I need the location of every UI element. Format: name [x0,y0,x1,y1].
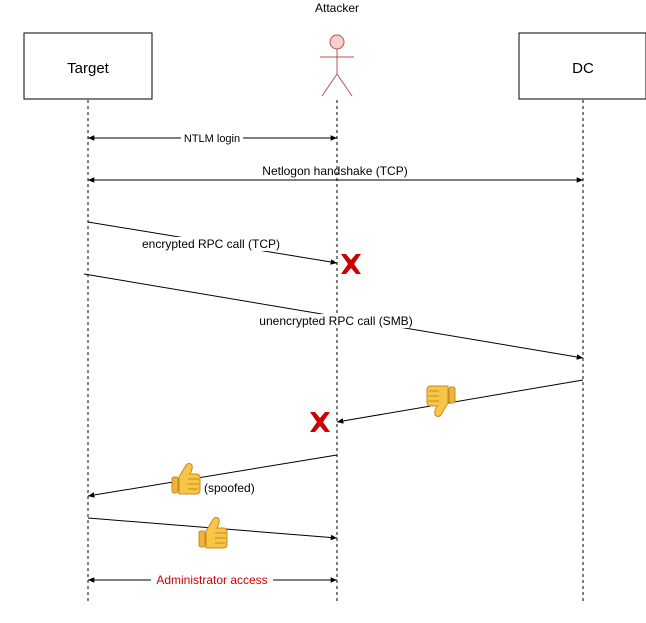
label-bg [138,237,284,251]
message-ntlm-login-label: NTLM login [184,133,240,145]
message-unencrypted-rpc-label: unencrypted RPC call (SMB) [259,314,412,328]
message-encrypted-rpc-label: encrypted RPC call (TCP) [142,237,280,251]
participant-target-box [23,32,153,100]
label-bg [151,573,273,587]
participant-dc-label: DC [572,60,594,77]
message-netlogon-handshake-label: Netlogon handshake (TCP) [262,164,407,178]
blocked-x-icon [341,254,361,274]
thumbs-up-icon [198,516,228,549]
participant-attacker-label: Attacker [315,1,359,15]
participant-target-label: Target [67,60,110,77]
participant-dc-box [518,32,646,100]
message-admin-access-label: Administrator access [156,573,267,587]
label-bg [181,131,243,145]
thumbs-up-icon [171,462,201,495]
blocked-x-icon [310,412,330,432]
message-spoofed-arrow [87,454,338,498]
message-dc-denied-arrow [336,379,584,424]
thumbs-down-icon [426,385,456,418]
label-bg [258,314,414,328]
attacker-actor-icon [320,34,354,97]
message-spoofed-label: (spoofed) [204,481,255,495]
